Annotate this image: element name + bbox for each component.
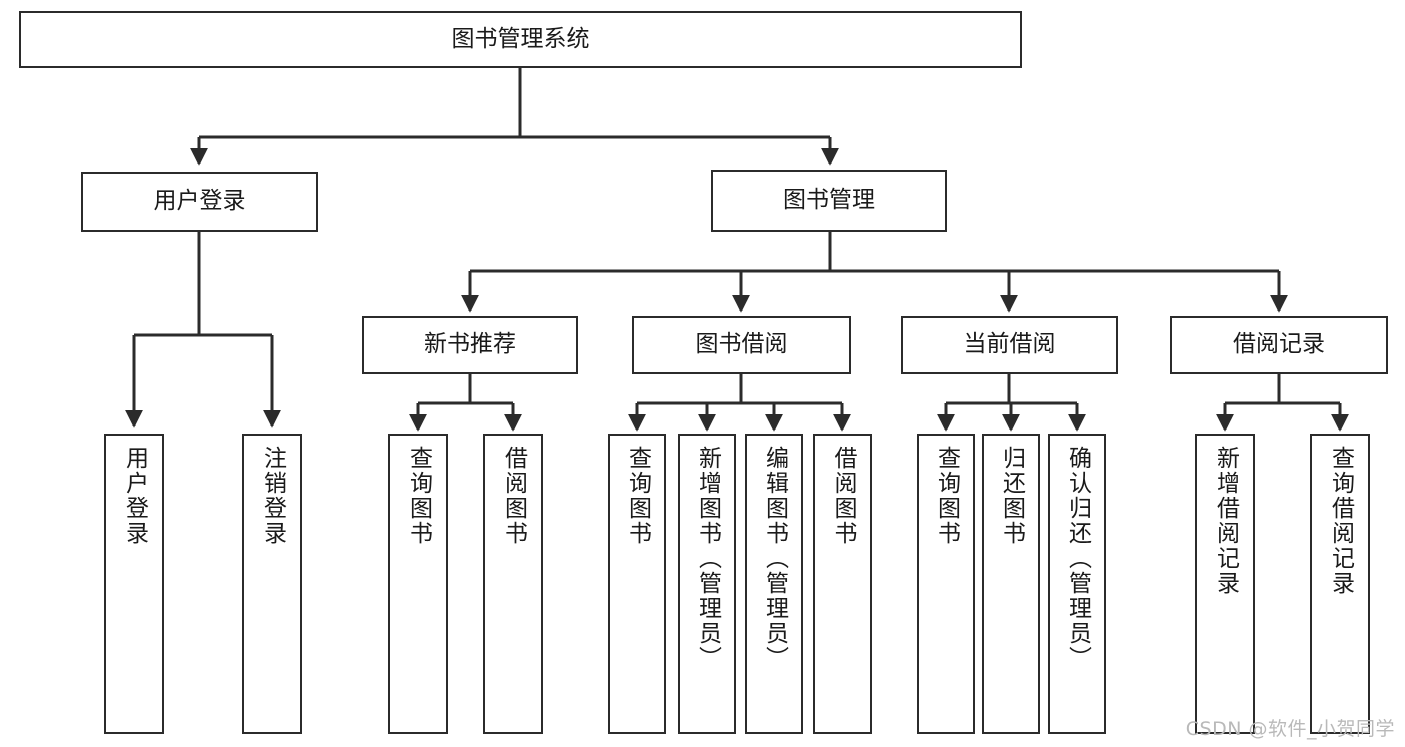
node-leaf-add-book-label: 新增图书（管理员） <box>694 446 721 671</box>
node-leaf-return-book-label: 归还图书 <box>998 446 1025 546</box>
node-leaf-borrow-book-1-label: 借阅图书 <box>500 446 527 546</box>
node-root[interactable]: 图书管理系统 <box>19 11 1022 68</box>
node-leaf-query-book-3-label: 查询图书 <box>933 446 960 546</box>
node-leaf-confirm-return-label: 确认归还（管理员） <box>1064 446 1091 671</box>
node-borrow-record-label: 借阅记录 <box>1233 331 1325 358</box>
node-leaf-query-book-3[interactable]: 查询图书 <box>917 434 975 734</box>
node-new-book-rec-label: 新书推荐 <box>424 331 516 358</box>
node-leaf-add-record-label: 新增借阅记录 <box>1212 446 1239 596</box>
node-user-login[interactable]: 用户登录 <box>81 172 318 232</box>
node-new-book-rec[interactable]: 新书推荐 <box>362 316 578 374</box>
node-borrow-record[interactable]: 借阅记录 <box>1170 316 1388 374</box>
node-leaf-edit-book-label: 编辑图书（管理员） <box>761 446 788 671</box>
node-leaf-query-book-1-label: 查询图书 <box>405 446 432 546</box>
node-leaf-query-book-2-label: 查询图书 <box>624 446 651 546</box>
node-leaf-user-login-label: 用户登录 <box>121 446 148 546</box>
node-leaf-borrow-book-1[interactable]: 借阅图书 <box>483 434 543 734</box>
node-book-borrow[interactable]: 图书借阅 <box>632 316 851 374</box>
node-leaf-borrow-book-2-label: 借阅图书 <box>830 446 856 546</box>
node-leaf-query-book-2[interactable]: 查询图书 <box>608 434 666 734</box>
node-leaf-add-record[interactable]: 新增借阅记录 <box>1195 434 1255 734</box>
node-leaf-confirm-return[interactable]: 确认归还（管理员） <box>1048 434 1106 734</box>
node-leaf-logout[interactable]: 注销登录 <box>242 434 302 734</box>
node-leaf-return-book[interactable]: 归还图书 <box>982 434 1040 734</box>
node-leaf-query-book-1[interactable]: 查询图书 <box>388 434 448 734</box>
node-leaf-add-book[interactable]: 新增图书（管理员） <box>678 434 736 734</box>
node-leaf-logout-label: 注销登录 <box>259 446 286 546</box>
node-leaf-query-record[interactable]: 查询借阅记录 <box>1310 434 1370 734</box>
node-leaf-query-record-label: 查询借阅记录 <box>1327 446 1354 596</box>
node-leaf-edit-book[interactable]: 编辑图书（管理员） <box>745 434 803 734</box>
node-leaf-user-login[interactable]: 用户登录 <box>104 434 164 734</box>
node-book-borrow-label: 图书借阅 <box>695 331 788 358</box>
node-root-label: 图书管理系统 <box>451 25 590 52</box>
node-leaf-borrow-book-2[interactable]: 借阅图书 <box>813 434 872 734</box>
node-book-manage[interactable]: 图书管理 <box>711 170 947 232</box>
node-user-login-label: 用户登录 <box>153 188 246 215</box>
node-current-borrow[interactable]: 当前借阅 <box>901 316 1118 374</box>
watermark-text: CSDN @软件_小贺同学 <box>1185 718 1395 740</box>
node-book-manage-label: 图书管理 <box>783 187 875 214</box>
node-current-borrow-label: 当前借阅 <box>963 331 1056 358</box>
